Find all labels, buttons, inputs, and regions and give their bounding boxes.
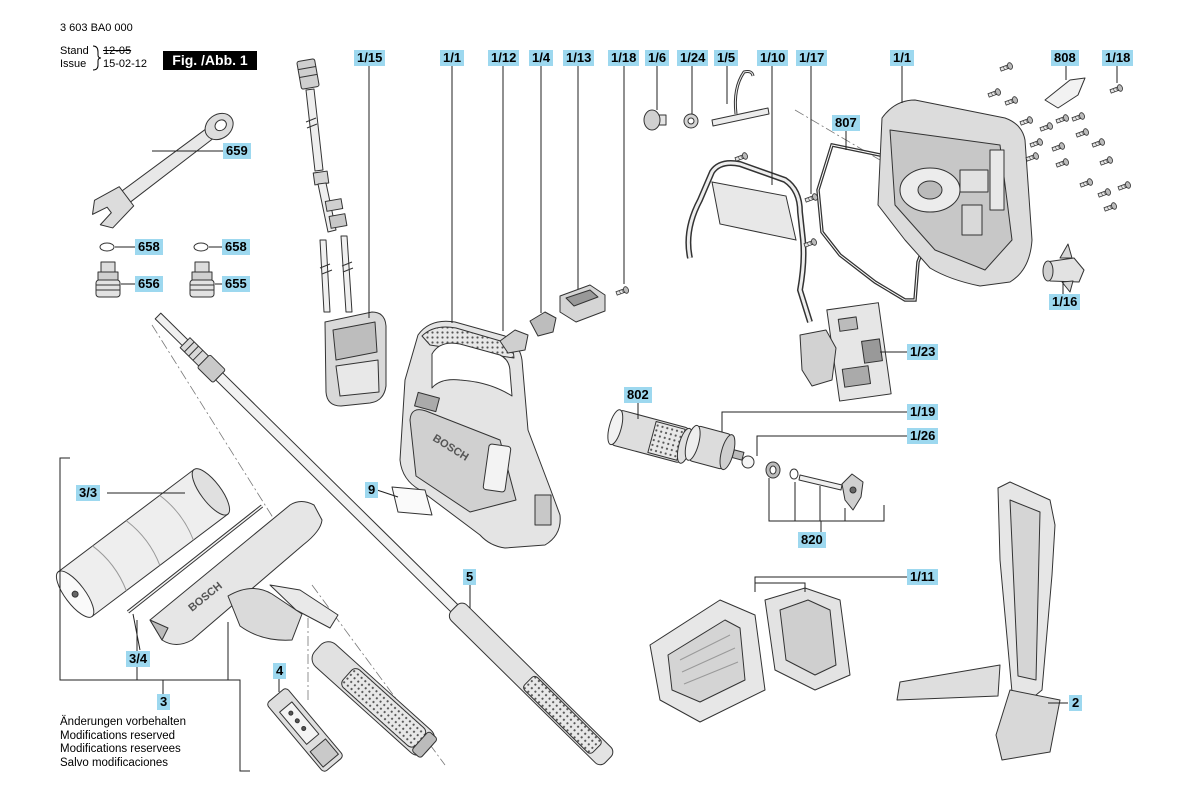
- roller-part-3-3: [55, 468, 231, 618]
- pin-part-1-5: [711, 70, 770, 127]
- frame-part-1-10: [685, 160, 813, 323]
- seal-set-part-820: [765, 461, 864, 511]
- stand-label: Stand: [60, 45, 89, 57]
- callout-1-15: 1/15: [354, 50, 386, 66]
- callout-1-4: 1/4: [529, 50, 554, 66]
- module-part-4: [267, 688, 343, 772]
- rear-housing-part-1-1: [877, 99, 1033, 287]
- document-number: 3 603 BA0 000: [60, 22, 133, 34]
- o-ring-part-658-right: [193, 242, 209, 252]
- callout-4: 4: [273, 663, 287, 679]
- bolt-part-1-6: [643, 109, 667, 131]
- note-french: Modifications reservees: [60, 743, 181, 755]
- motor-part-802: [607, 409, 704, 464]
- callout-1-10: 1/10: [757, 50, 789, 66]
- issue-label: Issue: [60, 58, 87, 70]
- callout-1-18: 1/18: [608, 50, 640, 66]
- callout-808: 808: [1051, 50, 1079, 66]
- lance-cable-part-1-15: [296, 58, 387, 407]
- callout-658-right: 658: [222, 239, 250, 255]
- stand-part-2: [896, 481, 1061, 761]
- brace-symbol: [92, 45, 102, 71]
- callout-1-26: 1/26: [907, 428, 939, 444]
- callout-802: 802: [624, 387, 652, 403]
- callout-1-1-rear: 1/1: [890, 50, 915, 66]
- callout-1-24: 1/24: [677, 50, 709, 66]
- issue-date: 15-02-12: [103, 58, 148, 70]
- callout-655: 655: [222, 276, 250, 292]
- knob-part-1-16: [1042, 243, 1085, 293]
- callout-1-12: 1/12: [488, 50, 520, 66]
- cover-part-1-11: [649, 587, 851, 723]
- housing-part-1-1: BOSCH: [399, 320, 561, 549]
- roller-handle-part-3: BOSCH: [149, 501, 438, 758]
- switch-part-1-4: [529, 311, 557, 337]
- callout-820: 820: [798, 532, 826, 548]
- callout-5: 5: [463, 569, 477, 585]
- cap-part-1-12: [499, 329, 529, 354]
- note-german: Änderungen vorbehalten: [60, 716, 186, 728]
- note-english: Modifications reserved: [60, 729, 176, 742]
- callout-1-16: 1/16: [1049, 294, 1081, 310]
- callout-1-5: 1/5: [714, 50, 739, 66]
- callout-1-19: 1/19: [907, 404, 939, 420]
- nozzle-part-656: [95, 261, 121, 298]
- nut-part-1-24: [683, 113, 699, 129]
- callout-658-left: 658: [135, 239, 163, 255]
- callout-1-13: 1/13: [563, 50, 595, 66]
- callout-1-11: 1/11: [907, 569, 938, 585]
- callout-2: 2: [1069, 695, 1083, 711]
- pump-head-part-1-19: [684, 424, 745, 471]
- callout-1-23: 1/23: [907, 344, 939, 360]
- connector-part-1-13: [559, 284, 606, 323]
- wrench-part-659: [92, 112, 234, 229]
- extension-pole-part-5: [154, 312, 614, 766]
- callout-3-4: 3/4: [126, 651, 151, 667]
- rod-part-3-4: [126, 504, 264, 614]
- o-ring-part-658-left: [99, 242, 115, 252]
- washer-part-1-26: [741, 455, 755, 469]
- stand-date: 12-05: [103, 45, 132, 57]
- callout-3: 3: [157, 694, 171, 710]
- callout-659: 659: [223, 143, 251, 159]
- note-spanish: Salvo modificaciones: [60, 756, 169, 769]
- figure-label: Fig. /Abb. 1: [163, 51, 257, 70]
- callout-1-1: 1/1: [440, 50, 465, 66]
- callout-1-18-rear: 1/18: [1102, 50, 1134, 66]
- callout-1-17: 1/17: [796, 50, 828, 66]
- label-part-808: [1044, 77, 1086, 109]
- callout-656: 656: [135, 276, 163, 292]
- callout-9: 9: [365, 482, 379, 498]
- leader-lines: [59, 66, 1118, 772]
- callout-3-3: 3/3: [76, 485, 101, 501]
- callout-1-6: 1/6: [645, 50, 670, 66]
- modification-notes: Änderungen vorbehalten Modifications res…: [60, 716, 186, 770]
- callout-807: 807: [832, 115, 860, 131]
- nozzle-part-655: [189, 261, 215, 298]
- label-sticker-part-9: [391, 486, 433, 516]
- circuit-board-part-1-23: [799, 302, 892, 402]
